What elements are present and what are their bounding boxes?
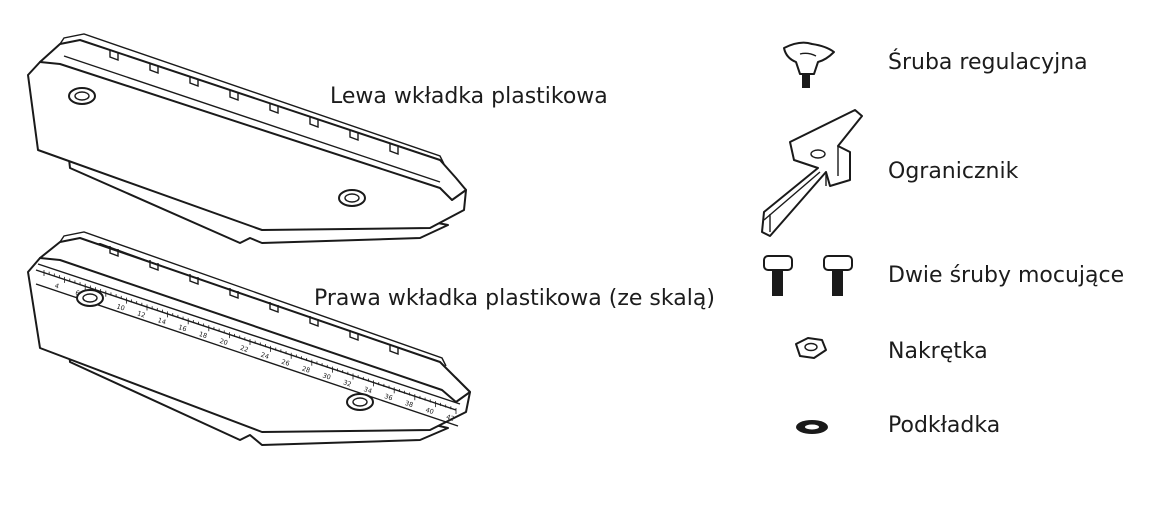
scale-number: 32	[342, 378, 352, 388]
scale-number: 20	[218, 337, 228, 347]
scale-number: 40	[424, 406, 434, 416]
scale-number: 14	[157, 316, 167, 326]
adjusting-screw-icon	[783, 41, 835, 88]
scale-number: 4	[54, 282, 60, 291]
left-rail-notches	[109, 50, 399, 156]
right-insert-hole-1	[76, 289, 104, 307]
nut-label: Nakrętka	[888, 339, 988, 364]
scale-number: 22	[239, 344, 249, 354]
scale-number: 38	[404, 399, 414, 409]
left-insert-label: Lewa wkładka plastikowa	[330, 84, 608, 109]
scale-number: 34	[363, 385, 373, 395]
scale-number: 26	[280, 358, 290, 368]
left-insert-hole-1	[68, 87, 96, 105]
washer-label: Podkładka	[888, 413, 1001, 438]
scale-number: 10	[115, 302, 125, 312]
washer-icon	[796, 420, 828, 434]
scale-number: 24	[260, 351, 270, 361]
scale-number: 42	[445, 413, 455, 423]
scale-number: 12	[136, 309, 146, 319]
nut-icon	[795, 337, 827, 359]
scale-number: 6	[74, 289, 80, 298]
right-plastic-insert: 4681012141618202224262830323436384042	[27, 231, 471, 446]
scale-number: 30	[321, 371, 331, 381]
ruler-scale: 4681012141618202224262830323436384042	[43, 270, 457, 423]
stop-bracket-icon	[761, 109, 863, 237]
stop-label: Ogranicznik	[888, 159, 1019, 184]
right-insert-label: Prawa wkładka plastikowa (ze skalą)	[314, 286, 715, 311]
right-insert-hole-2	[346, 393, 374, 411]
scale-number: 18	[198, 330, 208, 340]
mounting-screws-icon	[763, 255, 853, 296]
mounting-screws-label: Dwie śruby mocujące	[888, 263, 1125, 288]
scale-number: 36	[383, 392, 393, 402]
scale-number: 28	[301, 365, 311, 375]
left-plastic-insert	[27, 33, 467, 244]
adjusting-screw-label: Śruba regulacyjna	[888, 50, 1088, 75]
left-insert-hole-2	[338, 189, 366, 207]
scale-number: 16	[177, 323, 187, 333]
right-rail-notches	[109, 246, 399, 356]
